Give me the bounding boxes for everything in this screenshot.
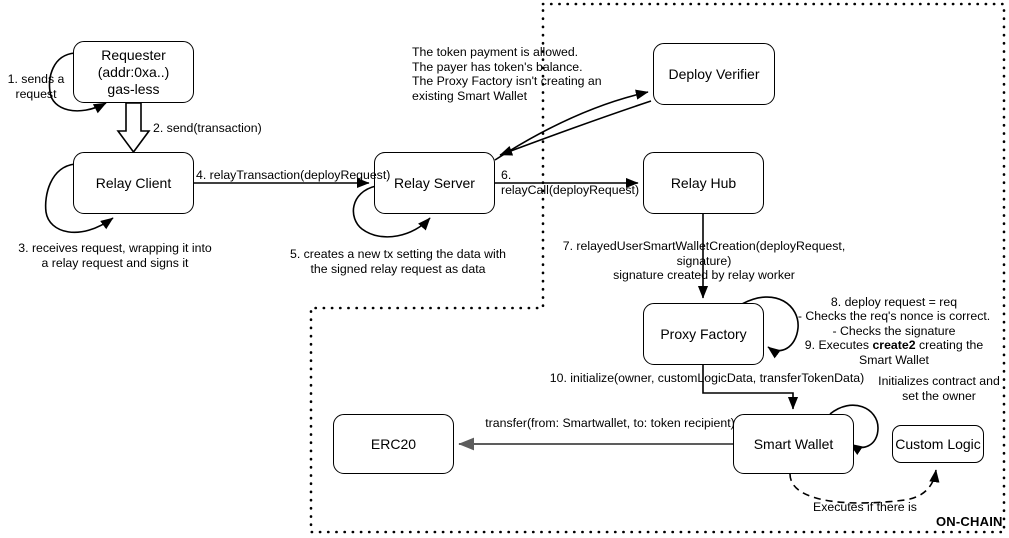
node-proxy-factory[interactable]: Proxy Factory (643, 303, 764, 365)
label-executes-if-there-is: Executes if there is (813, 500, 917, 514)
label-step-4: 4. relayTransaction(deployRequest) (196, 168, 391, 182)
label-step-2: 2. send(transaction) (153, 121, 262, 135)
label-step-3: 3. receives request, wrapping it into a … (18, 241, 212, 270)
node-erc20[interactable]: ERC20 (333, 414, 454, 474)
label-step-10: 10. initialize(owner, customLogicData, t… (549, 371, 865, 385)
node-relay-hub-label: Relay Hub (670, 174, 737, 191)
arrow-step-2 (116, 102, 151, 154)
node-erc20-label: ERC20 (370, 435, 417, 452)
label-step-8-9-bold: create2 (872, 338, 916, 353)
node-relay-hub[interactable]: Relay Hub (643, 152, 764, 214)
label-step-5: 5. creates a new tx setting the data wit… (289, 247, 506, 276)
node-requester-label: Requester (addr:0xa..) gas-less (97, 46, 170, 97)
label-transfer: transfer(from: Smartwallet, to: token re… (485, 416, 735, 430)
node-smart-wallet[interactable]: Smart Wallet (733, 414, 854, 474)
arrow-deploy-verifier-to-relay-server (499, 100, 652, 156)
node-proxy-factory-label: Proxy Factory (660, 325, 747, 342)
label-on-chain: ON-CHAIN (936, 514, 1003, 529)
node-deploy-verifier-label: Deploy Verifier (668, 65, 760, 82)
node-relay-client-label: Relay Client (95, 174, 172, 191)
node-custom-logic[interactable]: Custom Logic (892, 425, 984, 463)
label-step-7: 7. relayedUserSmartWalletCreation(deploy… (562, 239, 846, 283)
label-step-6: 6. relayCall(deployRequest) (501, 168, 640, 197)
label-initializes-contract: Initializes contract and set the owner (878, 374, 1000, 403)
node-smart-wallet-label: Smart Wallet (753, 435, 834, 452)
node-relay-server-label: Relay Server (394, 174, 475, 191)
label-step-1: 1. sends a request (7, 72, 65, 101)
label-deploy-verifier-note: The token payment is allowed. The payer … (412, 45, 602, 103)
node-custom-logic-label: Custom Logic (895, 435, 981, 452)
node-requester[interactable]: Requester (addr:0xa..) gas-less (73, 41, 194, 103)
arrow-executes-if-there-is (789, 469, 940, 504)
node-relay-client[interactable]: Relay Client (73, 152, 194, 214)
label-step-8-9: 8. deploy request = req - Checks the req… (786, 280, 1002, 368)
node-deploy-verifier[interactable]: Deploy Verifier (653, 43, 775, 105)
node-relay-server[interactable]: Relay Server (374, 152, 495, 214)
